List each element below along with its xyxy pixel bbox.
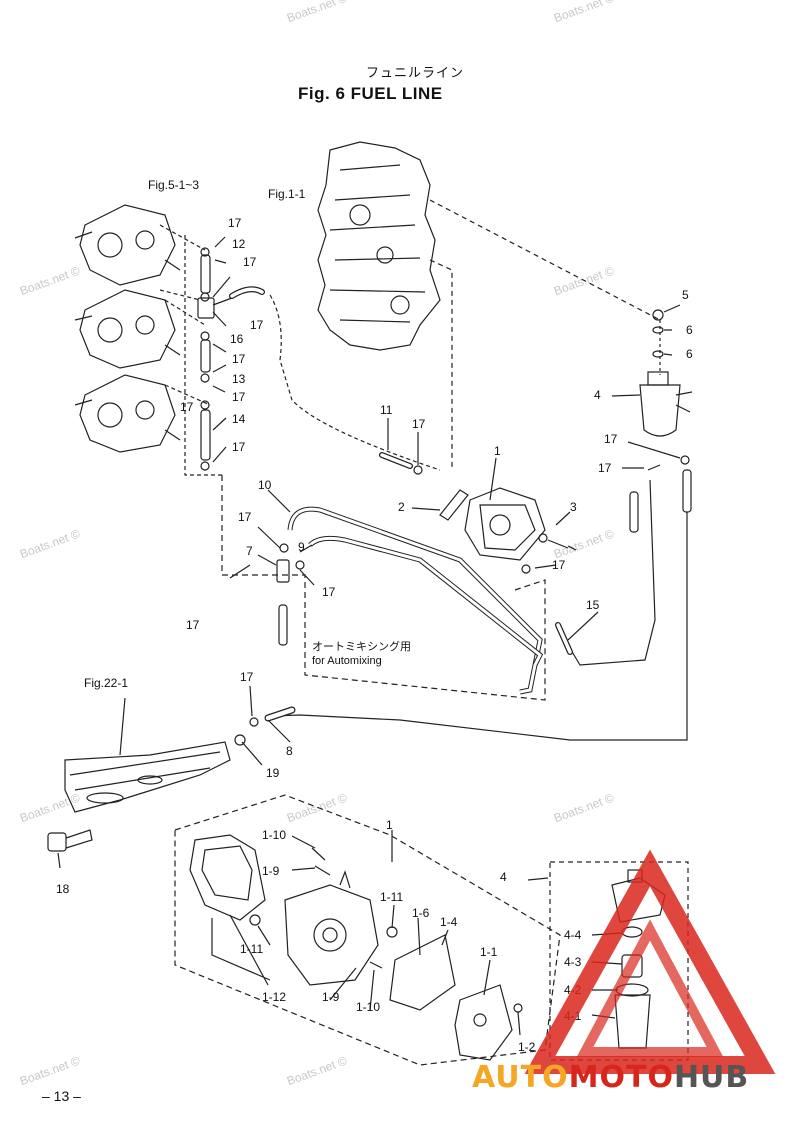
carburetor-2 [74,289,181,369]
bottom-cowl [64,741,231,813]
page-number: – 13 – [42,1088,81,1104]
callout: 1-6 [412,906,430,920]
callout: 17 [243,255,257,269]
callout: 1-4 [440,915,458,929]
ref-fig-1: Fig.1-1 [268,187,306,201]
callout: 1-2 [518,1040,536,1054]
brand-wordmark: AUTOMOTOHUB [472,1060,749,1095]
callout: 1 [494,444,501,458]
filter-exploded [611,869,666,1049]
callout: 17 [180,400,194,414]
callout: 6 [686,323,693,337]
callout: 4-3 [564,955,582,969]
gasket-1-6 [389,934,456,1011]
callout: 17 [552,558,566,572]
brand-hub: HUB [673,1060,750,1095]
callout: 5 [682,288,689,302]
carburetor-1 [74,204,181,286]
engine-block [317,141,441,351]
callout: 9 [298,540,305,554]
callout: 7 [246,544,253,558]
callout: 17 [238,510,252,524]
callout: 4-1 [564,1009,582,1023]
diaphragm-1-1 [454,984,513,1061]
callout: 1-9 [322,990,340,1004]
callout: 4-2 [564,983,582,997]
callout: 17 [598,461,612,475]
callout: 1-12 [262,990,287,1004]
brand-moto: MOTO [568,1060,674,1095]
automixing-note-jp: オートミキシング用 [312,641,411,653]
callout: 11 [380,403,393,417]
automixing-note-en: for Automixing [312,655,382,667]
callout: 19 [266,766,280,780]
callout: 17 [186,618,200,632]
callout: 14 [232,412,246,426]
callout: 1-10 [356,1000,381,1014]
callout: 3 [570,500,577,514]
callout: 4-4 [564,928,582,942]
callout: 1 [386,818,393,832]
callout: 17 [232,440,246,454]
callout: 15 [586,598,600,612]
callout: 17 [228,216,242,230]
carburetor-3 [74,374,181,453]
fuel-filter-top [639,309,693,437]
ref-fig-5: Fig.5-1~3 [148,178,200,192]
callout: 17 [232,390,246,404]
callout: 17 [240,670,254,684]
callout: 1-1 [480,945,498,959]
callout: 8 [286,744,293,758]
callout: 6 [686,347,693,361]
pump-body [284,870,379,986]
callout: 2 [398,500,405,514]
callout: 13 [232,372,246,386]
ref-fig-22: Fig.22-1 [84,676,129,690]
figure-title: Fig. 6 FUEL LINE [298,84,443,103]
callout: 4 [500,870,507,884]
callout: 4 [594,388,601,402]
callout: 12 [232,237,246,251]
brand-auto: AUTO [472,1060,569,1095]
pump-cover-plate [189,834,266,921]
callout: 1-9 [262,864,280,878]
callout: 17 [604,432,618,446]
callout: 1-11 [240,942,264,956]
callout: 16 [230,332,244,346]
callout: 17 [412,417,426,431]
automixing-note: オートミキシング用 for Automixing [312,640,411,668]
callout: 1-10 [262,828,287,842]
jp-title: フュニルライン [366,65,465,80]
callout: 17 [322,585,336,599]
fuel-pump [464,487,546,561]
callout: 17 [232,352,246,366]
callout: 10 [258,478,272,492]
callout: 18 [56,882,70,896]
callout: 1-11 [380,890,404,904]
callout: 17 [250,318,264,332]
